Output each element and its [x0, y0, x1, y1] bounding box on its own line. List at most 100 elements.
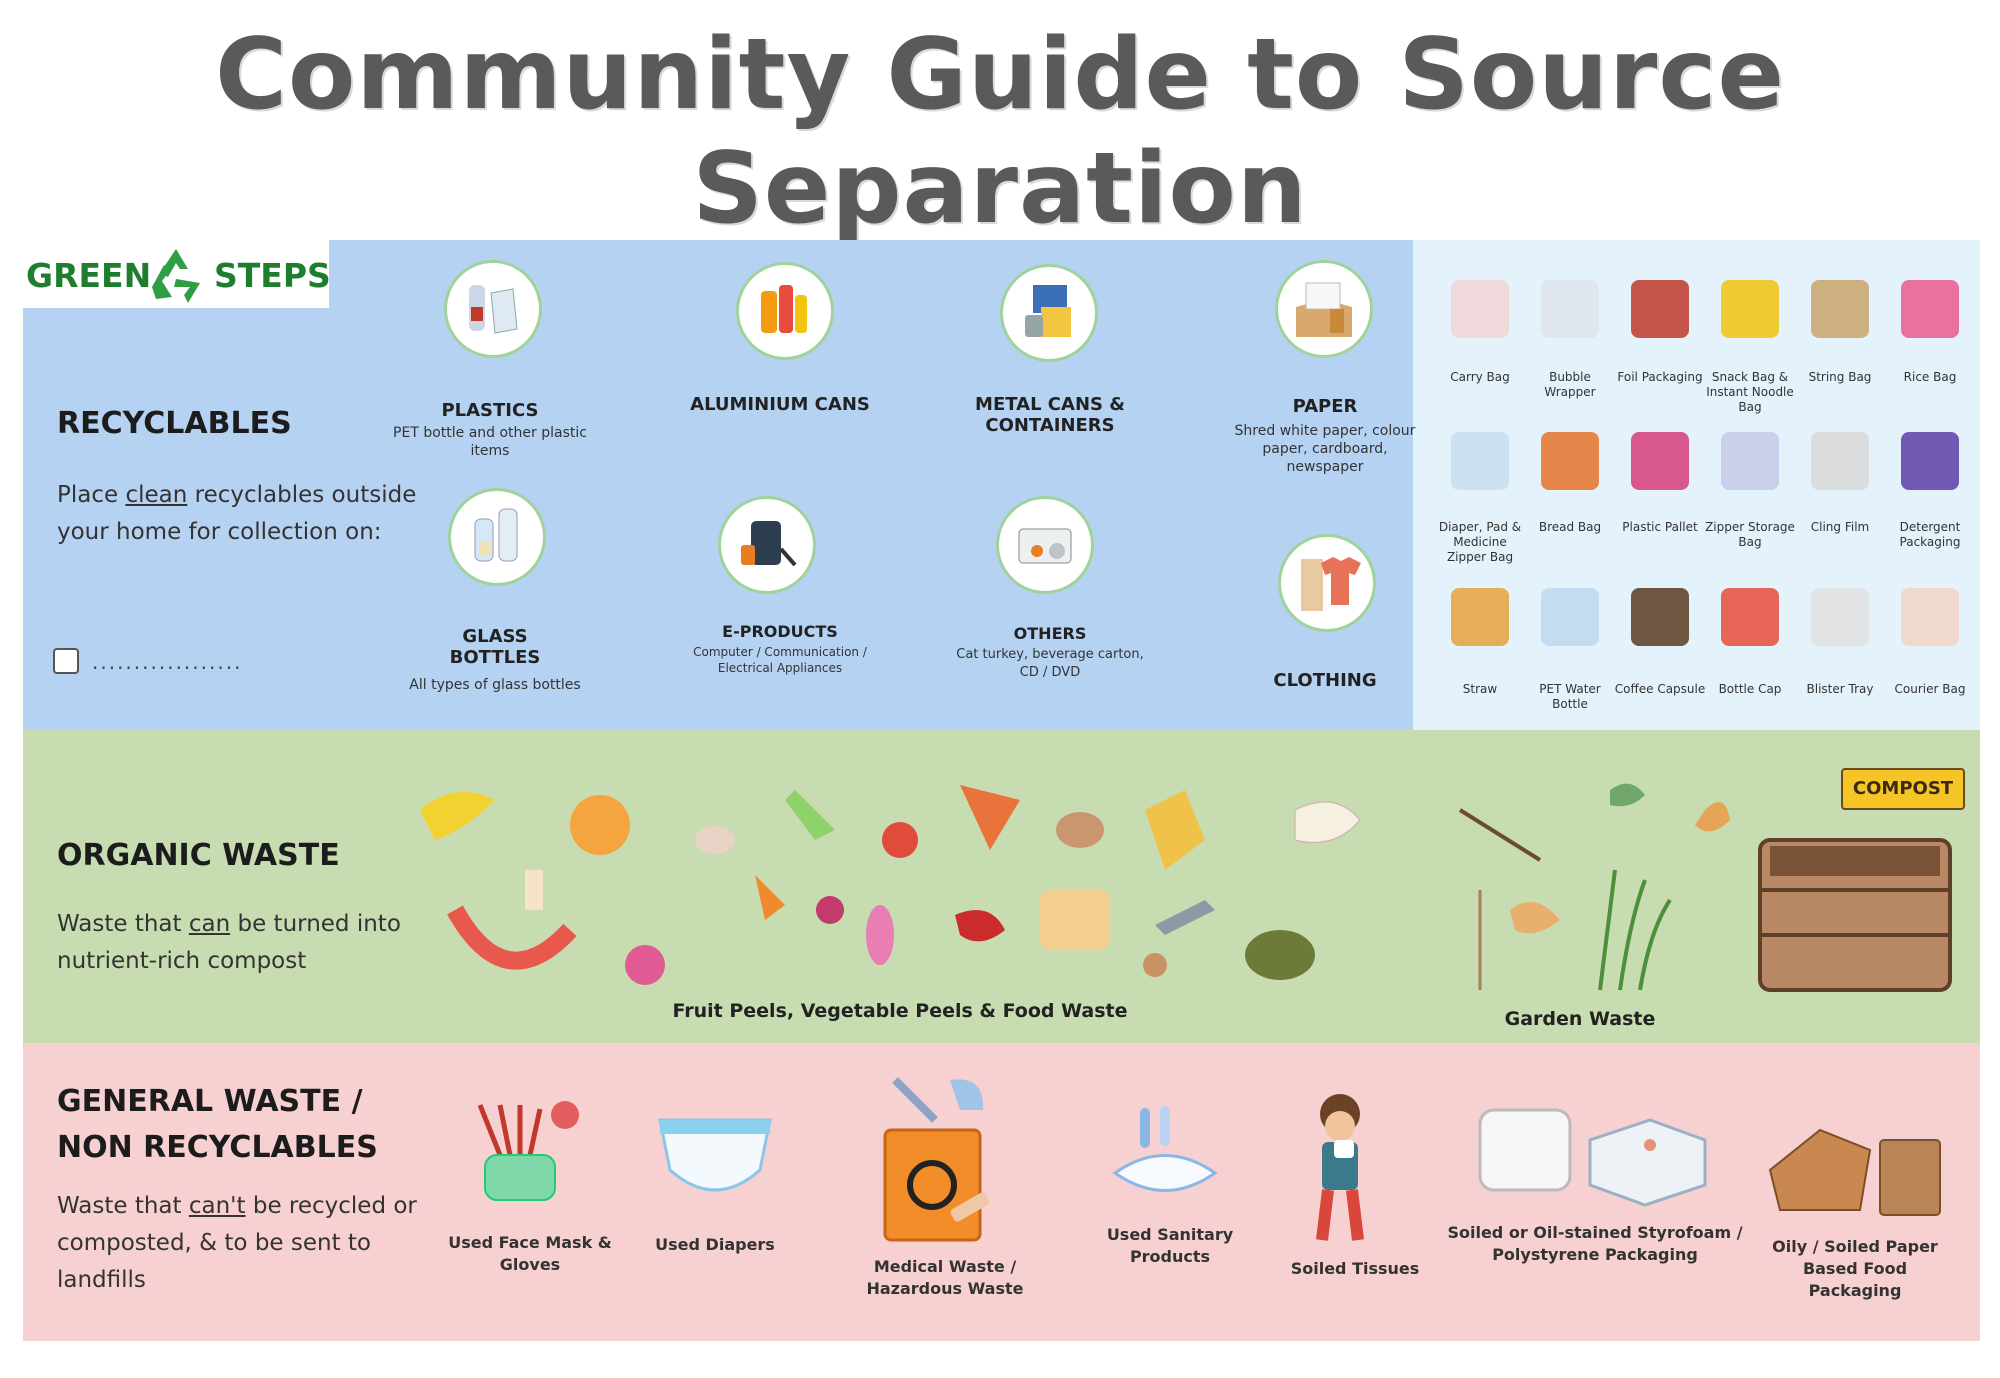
plastic-type-label: Foil Packaging — [1617, 370, 1703, 384]
e-products-icon — [718, 496, 816, 594]
organic-title: ORGANIC WASTE — [57, 838, 340, 873]
plastic-type-label: Straw — [1462, 682, 1498, 696]
plastic-type-icon — [1631, 280, 1689, 338]
bread-icon — [1040, 890, 1110, 950]
plastics-sub: PET bottle and other plastic items — [393, 425, 587, 459]
apple-core-icon — [525, 870, 543, 910]
twig-icon — [1458, 808, 1542, 862]
plastic-type-label: Snack Bag & Instant Noodle Bag — [1706, 370, 1794, 414]
plastic-type-icon — [1811, 432, 1869, 490]
diapers-caption: Used Diapers — [655, 1235, 775, 1254]
food-scraps-icon — [1245, 930, 1315, 980]
plastic-type-label: Blister Tray — [1806, 682, 1874, 696]
garden-waste-caption: Garden Waste — [1504, 1008, 1656, 1030]
face-mask-caption: Used Face Mask & Gloves — [448, 1233, 612, 1274]
onion-peel-icon — [866, 905, 894, 965]
plastic-type-icon — [1541, 432, 1599, 490]
chili-icon — [955, 910, 1005, 942]
banana-peel-icon — [420, 792, 495, 840]
sanitary-caption: Used Sanitary Products — [1106, 1225, 1234, 1266]
glass-bottles-sub: All types of glass bottles — [409, 677, 581, 693]
onion-icon — [816, 896, 844, 924]
general-title-line2: NON RECYCLABLES — [57, 1130, 378, 1165]
plastic-type-label: Bubble Wrapper — [1544, 370, 1596, 399]
others-icon — [996, 496, 1094, 594]
sanitary-pad-icon — [1112, 1106, 1218, 1192]
collection-day-line: .................. — [92, 650, 243, 674]
medical-waste-caption: Medical Waste / Hazardous Waste — [866, 1257, 1024, 1298]
plastic-type-icon — [1721, 280, 1779, 338]
face-mask-icon — [477, 1101, 579, 1201]
plastic-type-icon — [1721, 432, 1779, 490]
egg-shell-icon — [1056, 812, 1104, 848]
styrofoam-caption: Soiled or Oil-stained Styrofoam / Polyst… — [1447, 1223, 1743, 1264]
garden-waste-illustration — [1458, 783, 1730, 991]
others-sub: Cat turkey, beverage carton, CD / DVD — [956, 647, 1144, 680]
styrofoam-icon — [1478, 1108, 1707, 1207]
plastic-type-label: Diaper, Pad & Medicine Zipper Bag — [1438, 520, 1522, 564]
e-products-sub: Computer / Communication / Electrical Ap… — [693, 645, 867, 675]
pizza-slice-icon — [960, 785, 1020, 850]
rice-plate-icon — [1294, 801, 1361, 843]
plastic-type-label: Zipper Storage Bag — [1705, 520, 1795, 549]
biohazard-bin-icon — [883, 1077, 990, 1242]
plastic-type-icon — [1901, 280, 1959, 338]
plastic-type-label: Courier Bag — [1894, 682, 1966, 696]
plastic-type-icon — [1901, 432, 1959, 490]
dry-leaf-icon — [1695, 802, 1730, 832]
diaper-icon — [658, 1118, 772, 1192]
plastic-type-label: Bottle Cap — [1718, 682, 1782, 696]
dry-leaf-icon-2 — [1510, 902, 1560, 934]
plastic-type-icon — [1631, 588, 1689, 646]
metal-cans-icon — [1000, 264, 1098, 362]
paper-sub: Shred white paper, colour paper, cardboa… — [1234, 423, 1416, 475]
metal-cans-label: METAL CANS & CONTAINERS — [975, 394, 1125, 436]
compost-bin-icon — [1758, 838, 1952, 992]
plastic-type-icon — [1901, 588, 1959, 646]
plastic-type-label: Detergent Packaging — [1899, 520, 1961, 549]
plastic-type-label: String Bag — [1808, 370, 1872, 384]
logo-text-right: STEPS — [214, 256, 331, 295]
fish-icon — [1155, 900, 1215, 935]
organic-band — [23, 730, 1980, 1043]
plastic-type-icon — [1541, 588, 1599, 646]
cucumber-icon — [785, 790, 835, 840]
fish-bone-icon — [1145, 790, 1205, 870]
plastic-type-icon — [1721, 588, 1779, 646]
plastic-type-label: Coffee Capsule — [1614, 682, 1706, 696]
plastics-label: PLASTICS — [441, 400, 539, 421]
paper-food-caption: Oily / Soiled Paper Based Food Packaging — [1772, 1237, 1938, 1300]
recyclables-desc: Place clean recyclables outside your hom… — [57, 482, 417, 545]
page-title: Community Guide to Source Separation — [215, 18, 1785, 246]
clothing-label: CLOTHING — [1273, 670, 1377, 691]
logo-text-left: GREEN — [26, 256, 152, 295]
bun-icon — [1143, 953, 1167, 977]
plastic-type-icon — [1631, 432, 1689, 490]
food-waste-caption: Fruit Peels, Vegetable Peels & Food Wast… — [672, 1000, 1128, 1022]
clothing-icon — [1278, 534, 1376, 632]
general-title-line1: GENERAL WASTE / — [57, 1084, 363, 1119]
grass-icon — [1598, 869, 1672, 991]
plastic-type-icon — [1451, 588, 1509, 646]
plastic-type-label: Carry Bag — [1450, 370, 1510, 384]
others-label: OTHERS — [1013, 624, 1087, 643]
aluminium-cans-label: ALUMINIUM CANS — [690, 394, 870, 415]
e-products-label: E-PRODUCTS — [722, 622, 838, 641]
collection-day-checkbox[interactable] — [53, 648, 79, 674]
plastic-type-icon — [1451, 280, 1509, 338]
recycle-icon — [152, 249, 200, 303]
plastic-type-label: Plastic Pallet — [1622, 520, 1698, 534]
plastic-type-icon — [1811, 280, 1869, 338]
plastic-type-label: Rice Bag — [1903, 370, 1957, 384]
garlic-icon — [695, 826, 735, 854]
watermelon-rind-icon — [447, 905, 577, 970]
paper-label: PAPER — [1292, 396, 1358, 417]
tomato-icon — [882, 822, 918, 858]
orange-peel-icon — [570, 795, 630, 855]
carrot-icon — [755, 875, 785, 920]
plastic-type-label: Bread Bag — [1538, 520, 1602, 534]
plastic-type-label: PET Water Bottle — [1539, 682, 1601, 711]
compost-sign: COMPOST — [1841, 768, 1965, 810]
plastic-type-icon — [1811, 588, 1869, 646]
